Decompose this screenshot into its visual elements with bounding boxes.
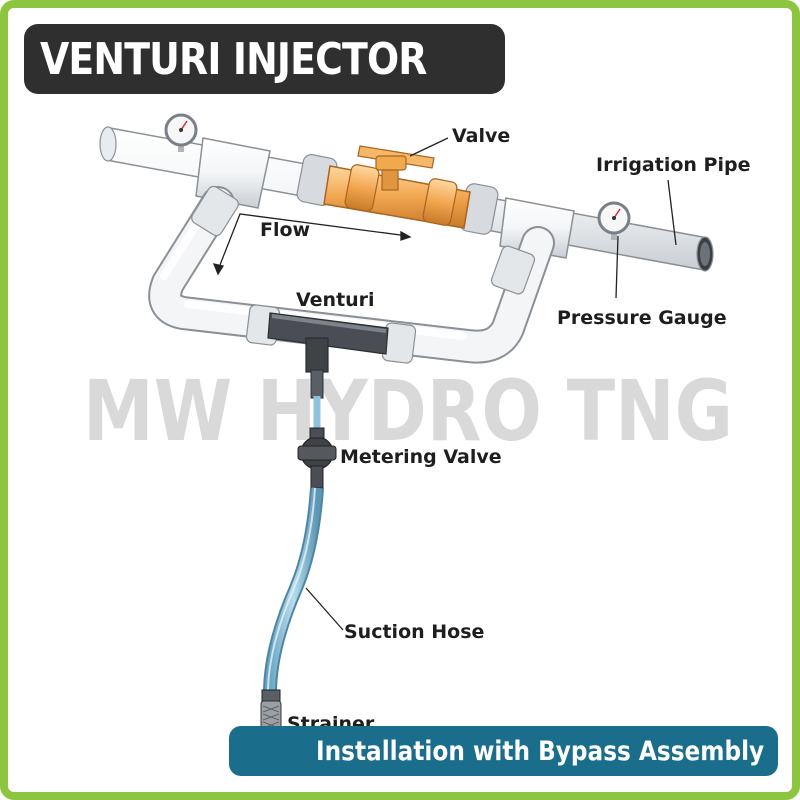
- valve-body: [323, 145, 471, 229]
- page-title: VENTURI INJECTOR: [40, 33, 427, 85]
- label-irrigation-pipe: Irrigation Pipe: [596, 154, 750, 176]
- leader-lines: [305, 137, 677, 631]
- metering-valve: [297, 427, 337, 489]
- suction-hose: [263, 487, 324, 694]
- flow-arrow: [212, 213, 412, 276]
- label-metering-valve: Metering Valve: [340, 446, 502, 468]
- pressure-gauge-left: [164, 113, 198, 152]
- footer-badge: Installation with Bypass Assembly: [228, 726, 778, 776]
- label-valve: Valve: [452, 125, 510, 147]
- label-flow: Flow: [260, 219, 310, 241]
- pressure-gauge-right: [597, 201, 631, 240]
- title-badge: VENTURI INJECTOR: [24, 24, 506, 94]
- venturi-body: [267, 312, 389, 399]
- label-venturi: Venturi: [296, 289, 375, 311]
- watermark: MW HYDRO TNG: [83, 362, 733, 460]
- label-pressure-gauge: Pressure Gauge: [557, 307, 727, 329]
- label-suction-hose: Suction Hose: [344, 621, 484, 643]
- footer-caption: Installation with Bypass Assembly: [315, 735, 764, 767]
- venturi-diagram: MW HYDRO TNG: [83, 113, 750, 738]
